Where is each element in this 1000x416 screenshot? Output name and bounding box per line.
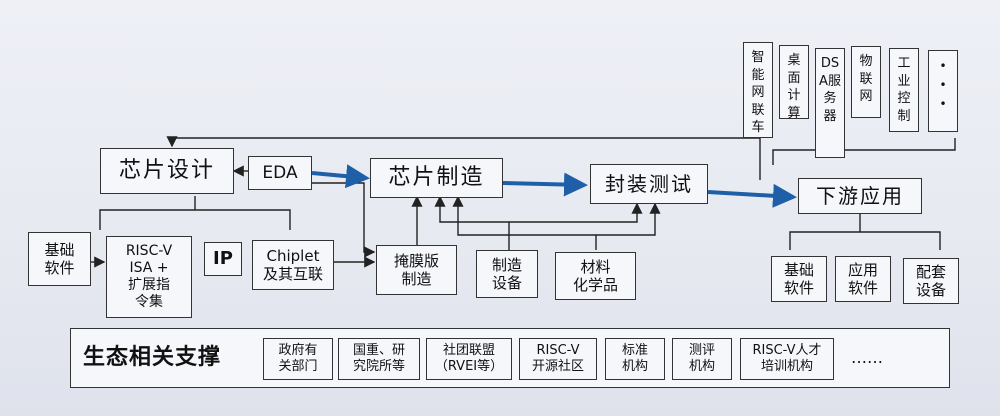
ecosystem-item-standards: 标准 机构 xyxy=(605,338,665,380)
app-desktop-computing-label: 桌面计算 xyxy=(787,53,801,121)
eda-label: EDA xyxy=(262,162,298,183)
app-dsa-server: DSA服务器 xyxy=(815,48,845,158)
basic-software-label: 基础 软件 xyxy=(44,241,75,277)
eda-box: EDA xyxy=(248,156,312,190)
ecosystem-title: 生态相关支撑 xyxy=(83,344,222,370)
ecosystem-item-riscv-community: RISC-V 开源社区 xyxy=(519,338,597,380)
ecosystem-item-talent-training-label: RISC-V人才 培训机构 xyxy=(752,343,822,374)
ecosystem-item-riscv-community-label: RISC-V 开源社区 xyxy=(531,343,584,374)
ecosystem-item-standards-label: 标准 机构 xyxy=(621,343,648,374)
mask-manufacturing-box: 掩膜版 制造 xyxy=(376,245,457,295)
app-iot: 物联网 xyxy=(851,46,881,118)
app-dsa-server-label: DSA服务器 xyxy=(819,56,841,124)
materials-chemicals-box: 材料 化学品 xyxy=(555,252,636,300)
chip-manufacturing-label: 芯片制造 xyxy=(388,164,485,190)
chiplet-box: Chiplet 及其互联 xyxy=(252,240,334,290)
manufacturing-equipment-label: 制造 设备 xyxy=(491,256,522,292)
downstream-applications-label: 下游应用 xyxy=(816,184,904,208)
downstream-basic-software-label: 基础 软件 xyxy=(783,261,814,297)
ecosystem-item-research-institutes-label: 国重、研 究院所等 xyxy=(352,343,405,374)
ecosystem-more: …… xyxy=(842,340,892,376)
ecosystem-item-research-institutes: 国重、研 究院所等 xyxy=(338,338,420,380)
manufacturing-equipment-box: 制造 设备 xyxy=(476,250,538,298)
chip-design-label: 芯片设计 xyxy=(118,157,215,183)
ecosystem-item-government: 政府有 关部门 xyxy=(263,338,333,380)
chiplet-label: Chiplet 及其互联 xyxy=(262,247,323,283)
app-industrial-control: 工业控制 xyxy=(889,48,919,132)
mask-manufacturing-label: 掩膜版 制造 xyxy=(393,252,439,288)
basic-software-box: 基础 软件 xyxy=(28,232,91,286)
packaging-testing-label: 封装测试 xyxy=(605,172,693,196)
app-smart-networked-vehicle-label: 智能网联车 xyxy=(751,50,765,136)
application-software-box: 应用 软件 xyxy=(835,256,891,302)
packaging-testing-box: 封装测试 xyxy=(590,164,708,204)
chip-manufacturing-box: 芯片制造 xyxy=(370,158,503,198)
ecosystem-item-testing: 测评 机构 xyxy=(672,338,732,380)
ecosystem-more-label: …… xyxy=(851,348,883,368)
riscv-isa-box: RISC-V ISA + 扩展指 令集 xyxy=(106,236,192,318)
app-iot-label: 物联网 xyxy=(859,54,873,105)
app-more-label: • • • xyxy=(939,59,947,112)
ecosystem-item-alliances: 社团联盟 （RVEI等） xyxy=(426,338,512,380)
supporting-equipment-box: 配套 设备 xyxy=(903,258,959,304)
ip-box: IP xyxy=(204,242,242,276)
ecosystem-item-talent-training: RISC-V人才 培训机构 xyxy=(740,338,834,380)
chip-design-box: 芯片设计 xyxy=(100,148,234,194)
application-software-label: 应用 软件 xyxy=(847,261,878,297)
downstream-basic-software-box: 基础 软件 xyxy=(771,256,827,302)
supporting-equipment-label: 配套 设备 xyxy=(915,263,946,299)
materials-chemicals-label: 材料 化学品 xyxy=(572,258,618,294)
ecosystem-item-government-label: 政府有 关部门 xyxy=(278,343,318,374)
ecosystem-item-testing-label: 测评 机构 xyxy=(688,343,715,374)
ecosystem-item-alliances-label: 社团联盟 （RVEI等） xyxy=(434,343,504,374)
riscv-isa-label: RISC-V ISA + 扩展指 令集 xyxy=(125,243,173,310)
downstream-applications-box: 下游应用 xyxy=(798,178,922,214)
app-more: • • • xyxy=(928,50,958,132)
app-smart-networked-vehicle: 智能网联车 xyxy=(743,42,773,138)
ip-label: IP xyxy=(213,248,233,270)
app-desktop-computing: 桌面计算 xyxy=(779,45,809,121)
app-industrial-control-label: 工业控制 xyxy=(897,56,911,124)
